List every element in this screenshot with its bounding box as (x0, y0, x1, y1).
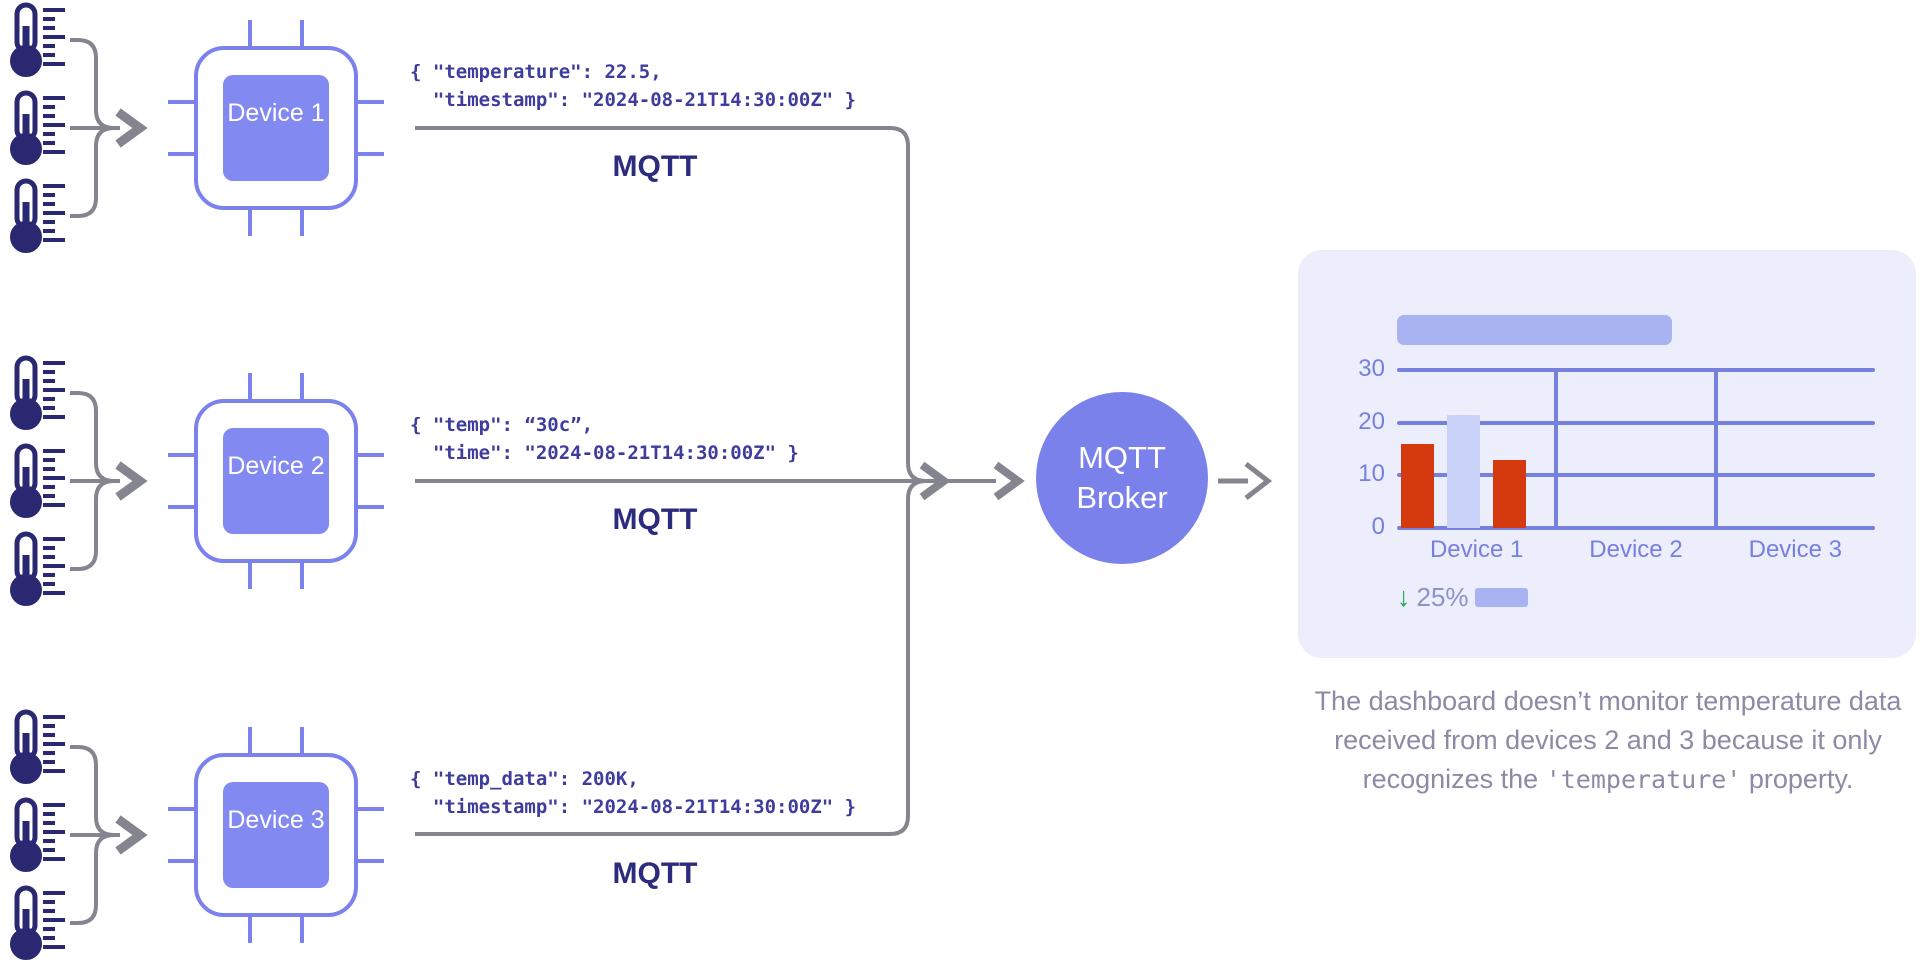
thermometer-icon (12, 712, 65, 782)
y-axis-tick-label: 0 (1371, 513, 1385, 540)
payload-line: { "temp": “30c”, (410, 414, 594, 436)
payload-line: "timestamp": "2024-08-21T14:30:00Z" } (410, 796, 857, 818)
x-axis-category-label: Device 2 (1589, 536, 1683, 563)
broker-arrowhead-icon (993, 461, 1025, 501)
sensor-merge-arrow (70, 747, 140, 923)
thermometer-icon (12, 358, 65, 428)
category-separator-line (1554, 370, 1559, 528)
thermometer-icon (12, 181, 65, 251)
thermometer-icon (12, 534, 65, 604)
broker-to-dashboard-arrow (1218, 462, 1273, 500)
broker-label-line2: Broker (1076, 480, 1168, 515)
y-axis-tick-label: 10 (1358, 460, 1385, 488)
merge-arrowhead-icon (919, 461, 951, 501)
decrease-arrow-icon: ↓ (1397, 582, 1411, 612)
gridline (1397, 526, 1875, 530)
payload-line: "time": "2024-08-21T14:30:00Z" } (410, 442, 799, 464)
caption-text: The dashboard doesn’t monitor temperatur… (1314, 686, 1902, 794)
device-3-group-shapes (12, 712, 386, 958)
dashboard-arrowhead-icon (1244, 462, 1273, 500)
thermometer-icon (12, 800, 65, 870)
device-3-label: Device 3 (227, 806, 325, 834)
thermometer-icon (12, 5, 65, 75)
device-1-label: Device 1 (227, 99, 325, 127)
stat-row: ↓ 25% (1397, 582, 1528, 613)
stat-value-skeleton (1474, 588, 1528, 607)
chart-bar (1447, 414, 1480, 528)
gridline (1397, 420, 1875, 425)
payload-line: { "temperature": 22.5, (410, 61, 662, 83)
microchip-icon (166, 725, 386, 945)
y-axis-tick-label: 30 (1358, 355, 1385, 382)
protocol-label-1: MQTT (612, 150, 698, 183)
mqtt-merge-connector (415, 126, 1025, 836)
thermometer-icon (12, 93, 65, 163)
caption-code-snippet: 'temperature' (1545, 765, 1742, 794)
chart-title-skeleton (1397, 315, 1672, 345)
thermometer-icon (12, 446, 65, 516)
y-axis-tick-label: 20 (1358, 407, 1385, 435)
payload-line: "timestamp": "2024-08-21T14:30:00Z" } (410, 89, 857, 111)
gridline (1397, 368, 1875, 372)
protocol-label-2: MQTT (612, 503, 698, 536)
mqtt-broker-label: MQTT Broker (1036, 438, 1208, 518)
thermometer-icon (12, 888, 65, 958)
device-2-label: Device 2 (227, 452, 325, 480)
chart-bar (1401, 443, 1434, 528)
category-separator-line (1713, 370, 1718, 528)
protocol-label-3: MQTT (612, 857, 698, 890)
caption-text: property. (1741, 764, 1854, 794)
device-3-payload: { "temp_data": 200K, "timestamp": "2024-… (410, 765, 856, 821)
gridline (1397, 473, 1875, 478)
sensor-merge-arrow (70, 393, 140, 569)
x-axis-category-label: Device 1 (1429, 536, 1524, 563)
mqtt-broker-circle (1036, 392, 1208, 564)
device-1-group-shapes (12, 5, 386, 251)
device-1-payload: { "temperature": 22.5, "timestamp": "202… (410, 58, 856, 114)
microchip-icon (166, 18, 386, 238)
chart-bar (1493, 459, 1526, 528)
device-2-payload: { "temp": “30c”, "time": "2024-08-21T14:… (410, 411, 799, 467)
stat-percent-value: 25% (1416, 582, 1469, 612)
sensor-merge-arrow (70, 40, 140, 216)
microchip-icon (166, 371, 386, 591)
payload-line: { "temp_data": 200K, (410, 768, 639, 790)
device-2-group-shapes (12, 358, 386, 604)
broker-label-line1: MQTT (1078, 440, 1166, 475)
x-axis-category-label: Device 3 (1748, 536, 1842, 563)
diagram-caption: The dashboard doesn’t monitor temperatur… (1288, 682, 1920, 799)
